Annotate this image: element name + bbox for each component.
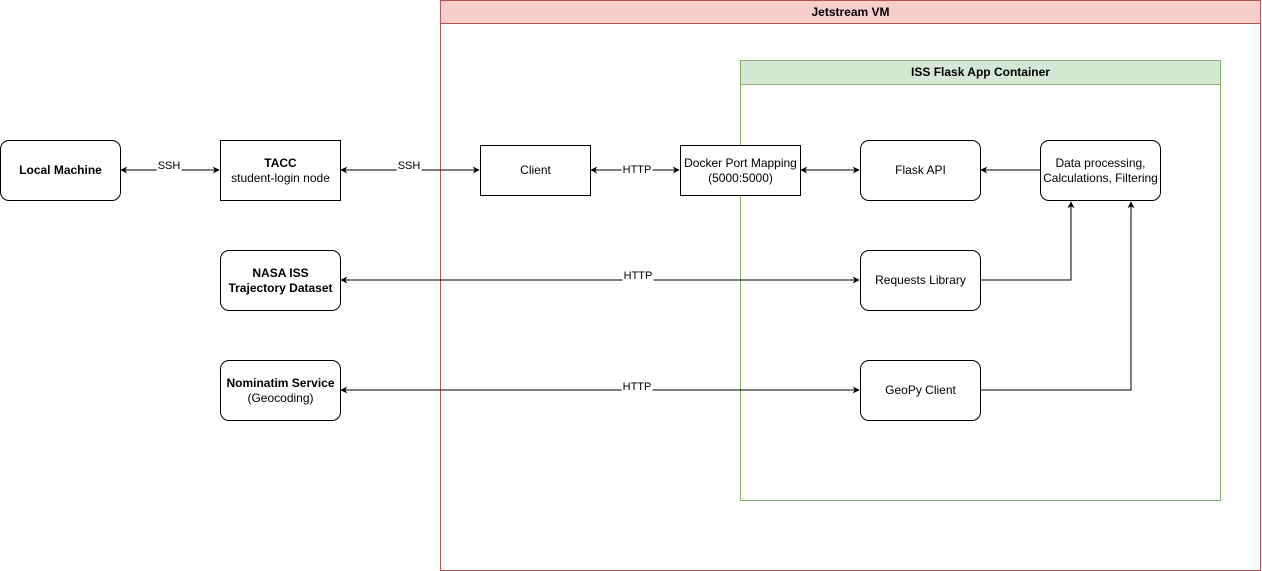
tacc-title: TACC xyxy=(264,155,297,170)
edge-label-local-tacc: SSH xyxy=(156,160,182,172)
nominatim-subtitle: (Geocoding) xyxy=(247,390,314,405)
local-machine-node: Local Machine xyxy=(0,140,121,201)
edge-label-client-docker: HTTP xyxy=(621,164,653,176)
docker-label-line1: Docker Port Mapping xyxy=(684,155,797,170)
client-node: Client xyxy=(480,145,591,196)
local-machine-label: Local Machine xyxy=(19,163,102,177)
nominatim-node: Nominatim Service (Geocoding) xyxy=(220,360,341,421)
nasa-dataset-node: NASA ISS Trajectory Dataset xyxy=(220,250,341,311)
edge-label-nominatim-geopy: HTTP xyxy=(621,381,653,393)
edge-requests-data xyxy=(980,201,1075,281)
nasa-title-line1: NASA ISS xyxy=(252,265,309,280)
geopy-client-label: GeoPy Client xyxy=(885,383,956,397)
edge-label-nasa-requests: HTTP xyxy=(622,270,654,282)
docker-port-mapping-node: Docker Port Mapping (5000:5000) xyxy=(680,145,801,196)
data-processing-line2: Calculations, Filtering xyxy=(1043,170,1158,185)
data-processing-line1: Data processing, xyxy=(1055,155,1146,170)
flask-api-node: Flask API xyxy=(860,140,981,201)
data-processing-node: Data processing, Calculations, Filtering xyxy=(1040,140,1161,201)
flask-api-label: Flask API xyxy=(895,163,946,177)
tacc-node: TACC student-login node xyxy=(220,140,341,201)
client-label: Client xyxy=(520,163,551,177)
flask-app-container: ISS Flask App Container xyxy=(740,60,1221,501)
nominatim-title: Nominatim Service xyxy=(226,375,335,390)
flask-app-container-title: ISS Flask App Container xyxy=(741,61,1220,85)
nasa-title-line2: Trajectory Dataset xyxy=(228,280,333,295)
jetstream-vm-title: Jetstream VM xyxy=(441,1,1260,24)
docker-label-line2: (5000:5000) xyxy=(708,170,773,185)
geopy-client-node: GeoPy Client xyxy=(860,360,981,421)
edge-label-tacc-client: SSH xyxy=(396,160,422,172)
requests-library-label: Requests Library xyxy=(875,273,966,287)
requests-library-node: Requests Library xyxy=(860,250,981,311)
tacc-subtitle: student-login node xyxy=(231,170,330,185)
edge-geopy-data xyxy=(980,201,1135,391)
